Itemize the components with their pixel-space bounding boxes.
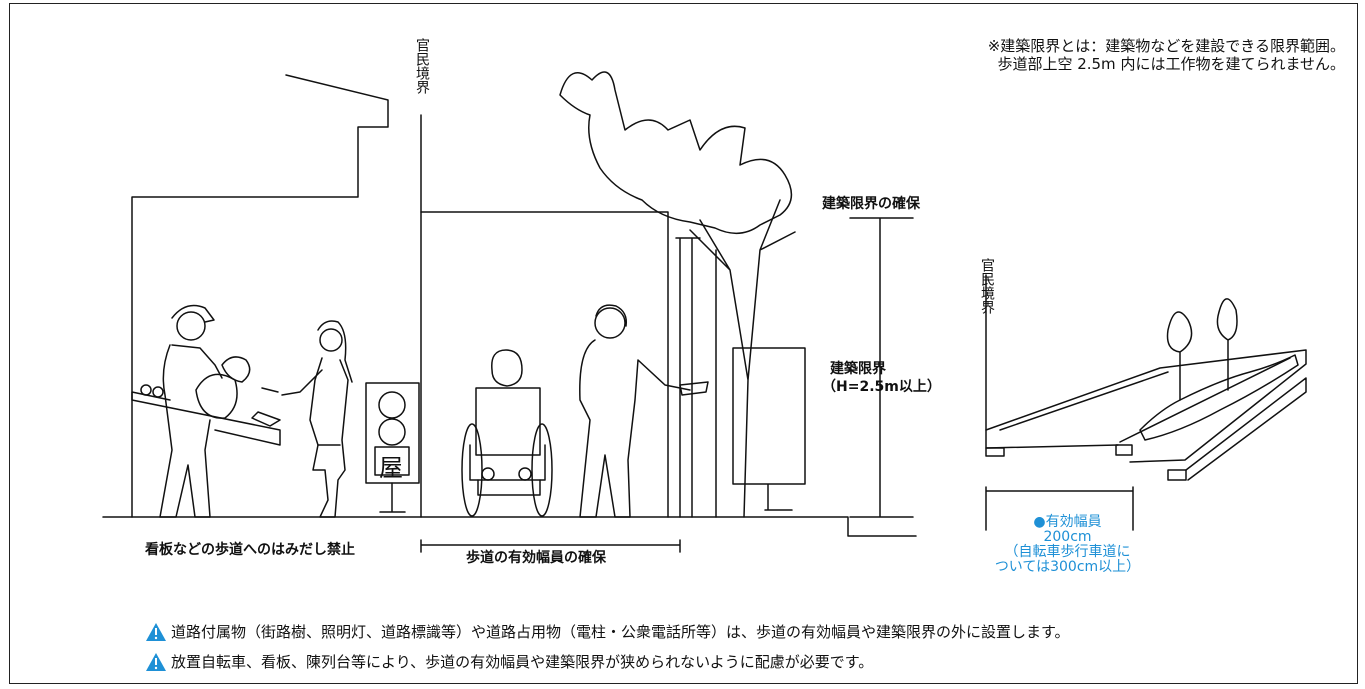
shop-sign-text: 屋 bbox=[379, 454, 403, 482]
width-dimension bbox=[420, 539, 681, 553]
wheelchair-user bbox=[461, 349, 553, 517]
shop-sign bbox=[365, 382, 420, 513]
walking-man bbox=[579, 304, 709, 518]
warning-2: 放置自転車、看板、陳列台等により、歩道の有効幅員や建築限界が狭められないように配… bbox=[145, 651, 873, 672]
diagram-frame bbox=[9, 3, 1358, 684]
width-spec-note-1: （自転車歩行車道に bbox=[1004, 544, 1131, 560]
clearance-label: 建築限界 bbox=[830, 361, 886, 377]
definition-line-2: 歩道部上空 2.5m 内には工作物を建てられません。 bbox=[997, 55, 1345, 73]
bullet: ● bbox=[1033, 514, 1046, 530]
pole bbox=[675, 237, 717, 518]
customer bbox=[261, 320, 353, 518]
shopping-bag bbox=[195, 373, 238, 419]
definition-line-1: ※建築限界とは：建築物などを建設できる限界範囲。 bbox=[987, 37, 1345, 55]
clearance-secured-label: 建築限界の確保 bbox=[822, 196, 920, 212]
warning-text-1: 道路付属物（街路樹、照明灯、道路標識等）や道路占用物（電柱・公衆電話所等）は、歩… bbox=[171, 623, 1070, 641]
building-left bbox=[131, 74, 389, 518]
clearance-height-label: （H=2.5m以上） bbox=[822, 379, 941, 395]
perspective-sidewalk bbox=[985, 274, 1307, 531]
street-tree bbox=[559, 71, 796, 518]
building-right bbox=[420, 211, 669, 518]
width-spec-value: 200cm bbox=[1043, 529, 1092, 545]
no-signs-label: 看板などの歩道へのはみだし禁止 bbox=[145, 542, 355, 558]
utility-box bbox=[732, 347, 806, 511]
width-spec-title: 有効幅員 bbox=[1045, 514, 1102, 530]
boundary-label-right: 官民境界 bbox=[979, 258, 995, 314]
effective-width-label: 歩道の有効幅員の確保 bbox=[466, 550, 606, 566]
definition-note: ※建築限界とは：建築物などを建設できる限界範囲。 歩道部上空 2.5m 内には工… bbox=[988, 37, 1345, 73]
width-spec: ●有効幅員 200cm （自転車歩行車道に ついては300cm以上） bbox=[980, 515, 1155, 575]
shopkeeper bbox=[159, 304, 251, 518]
warning-1: 道路付属物（街路樹、照明灯、道路標識等）や道路占用物（電柱・公衆電話所等）は、歩… bbox=[145, 621, 1070, 642]
ground-line bbox=[102, 516, 917, 537]
warning-text-2: 放置自転車、看板、陳列台等により、歩道の有効幅員や建築限界が狭められないように配… bbox=[171, 653, 874, 671]
warning-icon bbox=[146, 652, 166, 671]
boundary-label-left: 官民境界 bbox=[414, 38, 430, 94]
shop-counter bbox=[131, 391, 281, 446]
warning-icon bbox=[146, 622, 166, 641]
clearance-dimension bbox=[849, 217, 914, 518]
width-spec-note-2: ついては300cm以上） bbox=[994, 559, 1141, 575]
